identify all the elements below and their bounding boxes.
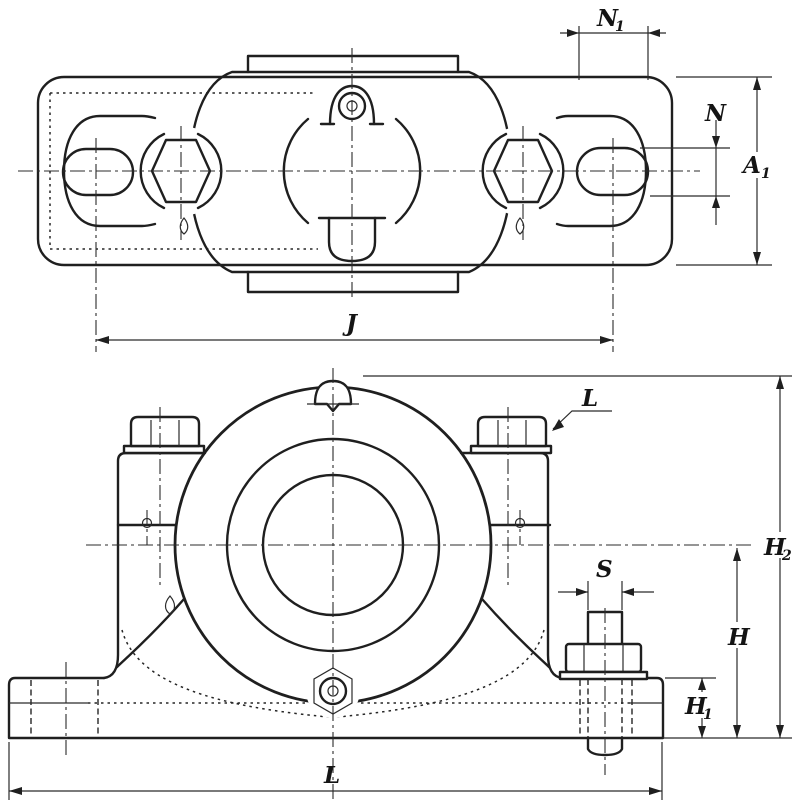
oil-drop-front bbox=[164, 595, 176, 615]
dim-label-h2-sub: 2 bbox=[781, 548, 792, 564]
dimension-n1: N 1 bbox=[560, 5, 666, 80]
top-view: N 1 N A 1 J bbox=[18, 5, 774, 352]
hidden-rib-left bbox=[121, 629, 334, 718]
housing-cap bbox=[188, 54, 513, 294]
dim-label-j: J bbox=[342, 310, 359, 337]
dim-label-a1-sub: 1 bbox=[761, 166, 771, 182]
dim-label-n1: N bbox=[596, 5, 619, 32]
dimension-h1: H 1 bbox=[665, 677, 717, 738]
callout-cap-bolt: L bbox=[552, 385, 612, 431]
dim-label-cap-bolt: L bbox=[581, 385, 598, 412]
cap-bolt-left-front bbox=[122, 415, 206, 455]
dim-label-s: S bbox=[596, 556, 613, 583]
dim-label-h2: H bbox=[763, 534, 787, 561]
centerlines-front-view bbox=[65, 368, 752, 800]
dim-label-h: H bbox=[727, 624, 751, 651]
cap-bolt-right-front bbox=[469, 415, 553, 455]
cap-top-tab bbox=[246, 54, 460, 74]
dim-label-a1: A bbox=[741, 152, 761, 179]
dimension-l: L bbox=[8, 742, 663, 800]
centerlines-top-view bbox=[18, 48, 700, 352]
dimension-n: N bbox=[640, 100, 730, 225]
base-outline bbox=[7, 676, 665, 740]
hidden-rib-right bbox=[332, 629, 545, 718]
front-view: L S H H 1 bbox=[7, 368, 797, 800]
dimension-j: J bbox=[96, 310, 613, 344]
cap-bottom-tab bbox=[246, 270, 460, 294]
dimension-h: H bbox=[726, 548, 751, 738]
dimension-a1: A 1 bbox=[676, 76, 774, 266]
dimension-s: S bbox=[558, 556, 654, 610]
transition-curve-right bbox=[480, 597, 551, 669]
dim-label-n: N bbox=[704, 100, 727, 127]
mounting-slot-left bbox=[61, 147, 135, 197]
bolt-boss-left-front bbox=[102, 451, 207, 680]
foot-hole-hidden-lines bbox=[30, 680, 633, 737]
dim-label-h1-sub: 1 bbox=[703, 707, 713, 723]
dim-label-n1-sub: 1 bbox=[615, 19, 625, 35]
dim-label-l: L bbox=[323, 762, 340, 789]
dim-label-h1: H bbox=[684, 693, 708, 720]
dimension-h2: H 2 bbox=[363, 375, 797, 739]
anchor-bolt bbox=[558, 610, 649, 757]
split-line-lugs bbox=[116, 510, 552, 545]
bolt-boss-right-front bbox=[459, 451, 564, 680]
